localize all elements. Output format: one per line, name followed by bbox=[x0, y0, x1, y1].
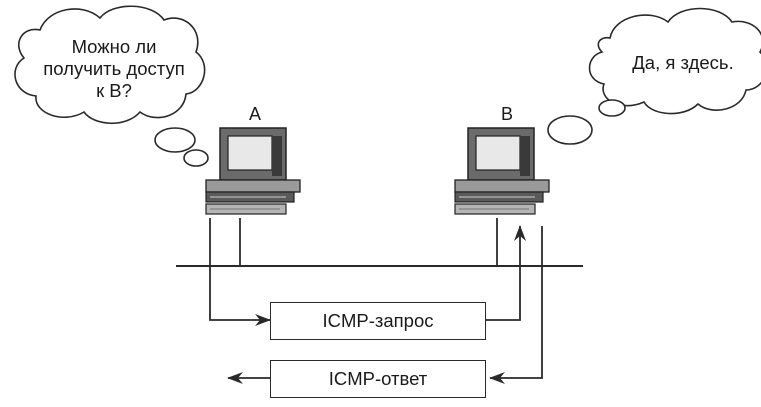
host-b-label: B bbox=[500, 104, 513, 124]
icmp-reply-box: ICMP-ответ bbox=[270, 360, 486, 398]
reply-path bbox=[227, 226, 543, 384]
cloud-a-line3: к В? bbox=[96, 79, 132, 101]
computer-b-icon bbox=[454, 127, 550, 215]
thought-cloud-a bbox=[14, 5, 209, 167]
thought-cloud-b bbox=[547, 7, 761, 145]
request-path bbox=[209, 225, 526, 326]
icmp-request-box: ICMP-запрос bbox=[270, 302, 486, 340]
cloud-a-line1: Можно ли bbox=[71, 36, 157, 57]
cloud-b-text: Да, я здесь. bbox=[632, 52, 734, 73]
host-a-label: A bbox=[248, 104, 261, 124]
cloud-a-text: Можно ли получить доступ к В? bbox=[28, 36, 200, 101]
cloud-a-line2: получить доступ bbox=[43, 57, 185, 79]
computer-a-icon bbox=[205, 127, 301, 215]
